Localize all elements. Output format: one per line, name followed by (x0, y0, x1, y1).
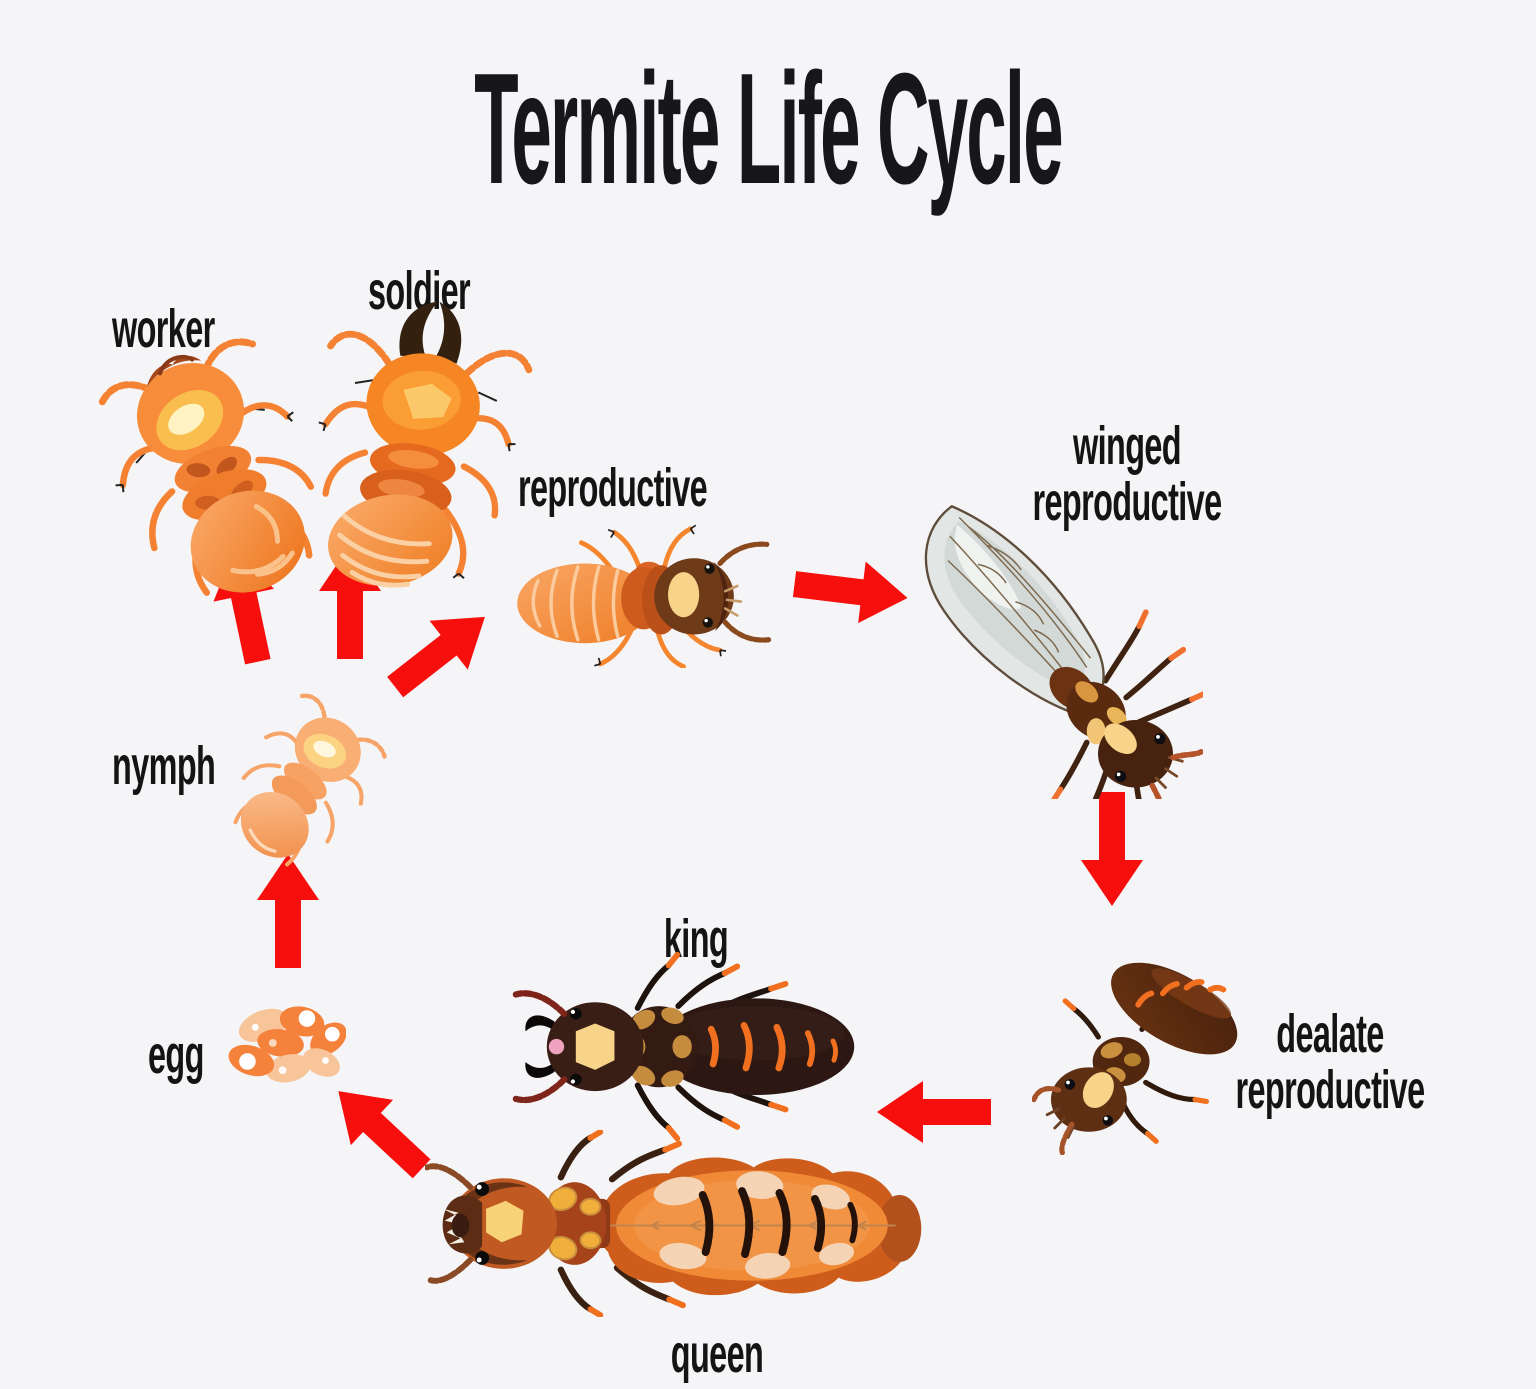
reproductive-termite (517, 524, 772, 669)
label-egg: egg (148, 1025, 204, 1085)
winged-reproductive-termite-illustration (903, 480, 1203, 799)
diagonal-arrow-icon (387, 616, 485, 698)
worker-termite (98, 338, 315, 596)
soldier-termite-illustration (279, 283, 553, 607)
egg-cluster-illustration (224, 1000, 346, 1090)
arrow-nymph-to-reproductive (375, 592, 504, 713)
right-arrow-icon (792, 561, 908, 624)
left-arrow-icon (877, 1081, 991, 1143)
soldier-termite (318, 301, 533, 588)
down-arrow-icon (1081, 792, 1143, 906)
label-dealate-reproductive: dealate reproductive (1235, 1004, 1425, 1121)
label-winged-reproductive: winged reproductive (1032, 416, 1222, 533)
label-worker: worker (112, 299, 215, 359)
arrow-dealate-to-king (877, 1080, 991, 1144)
dealate-reproductive-termite-illustration (1032, 946, 1250, 1155)
label-reproductive: reproductive (518, 458, 708, 518)
label-queen: queen (670, 1324, 764, 1384)
arrow-queen-to-egg (316, 1068, 443, 1193)
worker-termite-illustration (60, 303, 359, 632)
nymph-termite-illustration (191, 664, 422, 901)
diagonal-arrow-icon (338, 1091, 431, 1179)
arrow-egg-to-nymph (256, 854, 320, 968)
page-title: Termite Life Cycle (474, 41, 1063, 217)
king-termite (512, 951, 855, 1142)
queen-termite (425, 1130, 922, 1318)
arrow-reproductive-to-winged (791, 552, 912, 629)
dealate-reproductive-termite (1032, 962, 1238, 1155)
reproductive-termite-illustration (512, 508, 772, 669)
egg-cluster (228, 1006, 346, 1083)
king-termite-illustration (512, 950, 860, 1143)
arrow-winged-to-dealate (1080, 792, 1144, 906)
nymph-termite (233, 693, 387, 867)
winged-reproductive-termite (924, 504, 1203, 799)
label-nymph: nymph (112, 736, 216, 796)
queen-termite-illustration (425, 1130, 937, 1318)
up-arrow-icon (257, 854, 319, 968)
